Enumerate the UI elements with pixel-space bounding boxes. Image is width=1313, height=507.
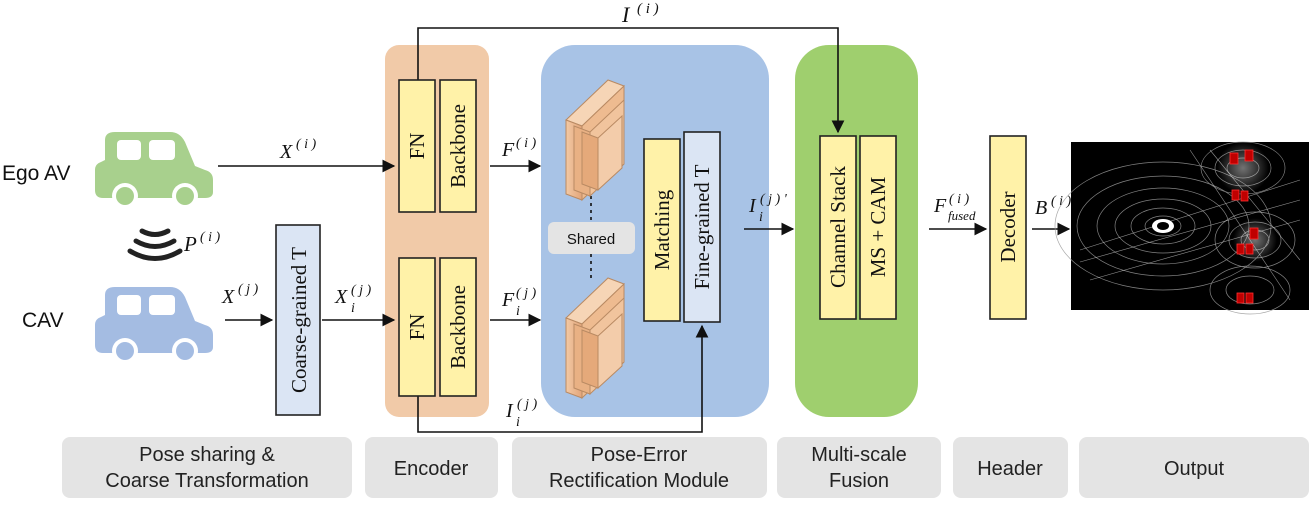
svg-text:( i ): ( i ) — [200, 230, 221, 245]
feature-map-top-icon — [565, 79, 625, 202]
math-i-top: I ( i ) — [621, 1, 659, 27]
svg-text:( j ): ( j ) — [516, 286, 537, 301]
svg-text:( j ): ( j ) — [238, 282, 259, 297]
svg-text:( i ): ( i ) — [1051, 194, 1072, 209]
svg-text:( j ): ( j ) — [351, 283, 372, 298]
stage-fusion-label-2: Fusion — [829, 470, 889, 492]
svg-text:( j ): ( j ) — [517, 397, 538, 412]
channel-stack-block — [819, 135, 857, 320]
fn-bottom-label: FN — [405, 314, 429, 341]
math-f-ij: F ( j ) i — [501, 286, 537, 319]
svg-text:X: X — [334, 286, 348, 308]
top-image-skip-line — [417, 27, 845, 134]
svg-text:( i ): ( i ) — [296, 137, 317, 152]
fn-bottom-block — [398, 257, 436, 397]
coarse-transform-label: Coarse-grained T — [287, 247, 311, 393]
feature-map-bottom-icon — [565, 277, 625, 400]
math-i-ij-bottom: I ( j ) i — [505, 397, 538, 430]
svg-text:I: I — [505, 400, 514, 422]
backbone-bottom-block — [439, 257, 477, 397]
matching-label: Matching — [650, 189, 674, 270]
shared-badge — [548, 222, 635, 254]
svg-text:F: F — [501, 139, 515, 161]
fn-top-label: FN — [405, 133, 429, 160]
svg-text:P: P — [183, 232, 197, 256]
math-x-j: X ( j ) — [221, 282, 259, 308]
svg-text:B: B — [1035, 197, 1047, 219]
backbone-top-label: Backbone — [446, 104, 470, 188]
decoder-label: Decoder — [996, 191, 1020, 262]
svg-text:F: F — [933, 195, 947, 217]
channel-stack-label: Channel Stack — [826, 166, 850, 288]
math-x-ij: X ( j ) i — [334, 283, 372, 316]
svg-text:fused: fused — [948, 208, 976, 223]
ms-cam-label: MS + CAM — [866, 176, 890, 277]
output-lidar-image — [1054, 141, 1309, 315]
wireless-signal-icon — [127, 228, 183, 261]
backbone-bottom-label: Backbone — [446, 285, 470, 369]
coarse-transform-block — [275, 224, 321, 416]
stage-pose-label-1: Pose sharing & — [139, 444, 275, 466]
ego-car-icon — [95, 132, 213, 209]
svg-text:( i ): ( i ) — [949, 192, 970, 207]
stage-perm-label-2: Rectification Module — [549, 470, 729, 492]
cav-label: CAV — [22, 309, 64, 332]
stage-header-label: Header — [977, 458, 1043, 480]
matching-block — [643, 138, 681, 322]
shared-label: Shared — [567, 231, 615, 248]
fn-top-block — [398, 79, 436, 213]
bottom-image-skip-line — [417, 324, 709, 433]
stage-perm — [512, 437, 767, 498]
svg-text:( i ): ( i ) — [516, 136, 537, 151]
stage-fusion — [777, 437, 941, 498]
cav-car-icon — [95, 287, 213, 364]
svg-text:i: i — [759, 210, 763, 225]
stage-pose-sharing — [62, 437, 352, 498]
stage-header — [953, 437, 1068, 498]
stage-encoder — [365, 437, 498, 498]
stage-perm-label-1: Pose-Error — [591, 444, 688, 466]
svg-text:F: F — [501, 289, 515, 311]
stage-output-label: Output — [1164, 458, 1224, 480]
fine-transform-block — [683, 131, 721, 323]
math-f-fused: F ( i ) fused — [933, 192, 976, 223]
math-f-i: F ( i ) — [501, 136, 537, 161]
backbone-top-block — [439, 79, 477, 213]
stage-encoder-label: Encoder — [394, 458, 469, 480]
math-x-i: X ( i ) — [279, 137, 317, 163]
svg-text:X: X — [221, 286, 235, 308]
fine-transform-label: Fine-grained T — [690, 164, 714, 289]
decoder-block — [989, 135, 1027, 320]
stage-pose-label-2: Coarse Transformation — [105, 470, 308, 492]
svg-text:i: i — [516, 304, 520, 319]
ms-cam-block — [859, 135, 897, 320]
svg-text:I: I — [621, 2, 631, 27]
svg-text:X: X — [279, 141, 293, 163]
stage-output — [1079, 437, 1309, 498]
ego-av-label: Ego AV — [2, 162, 71, 185]
svg-text:I: I — [748, 195, 757, 217]
stage-fusion-label-1: Multi-scale — [811, 444, 907, 466]
math-i-ij-prime: I ( j ) ' i — [748, 192, 788, 225]
svg-text:( j ) ': ( j ) ' — [760, 192, 788, 207]
math-p-i: P ( i ) — [183, 230, 221, 256]
svg-text:i: i — [516, 415, 520, 430]
svg-text:i: i — [351, 301, 355, 316]
svg-text:( i ): ( i ) — [637, 1, 659, 17]
